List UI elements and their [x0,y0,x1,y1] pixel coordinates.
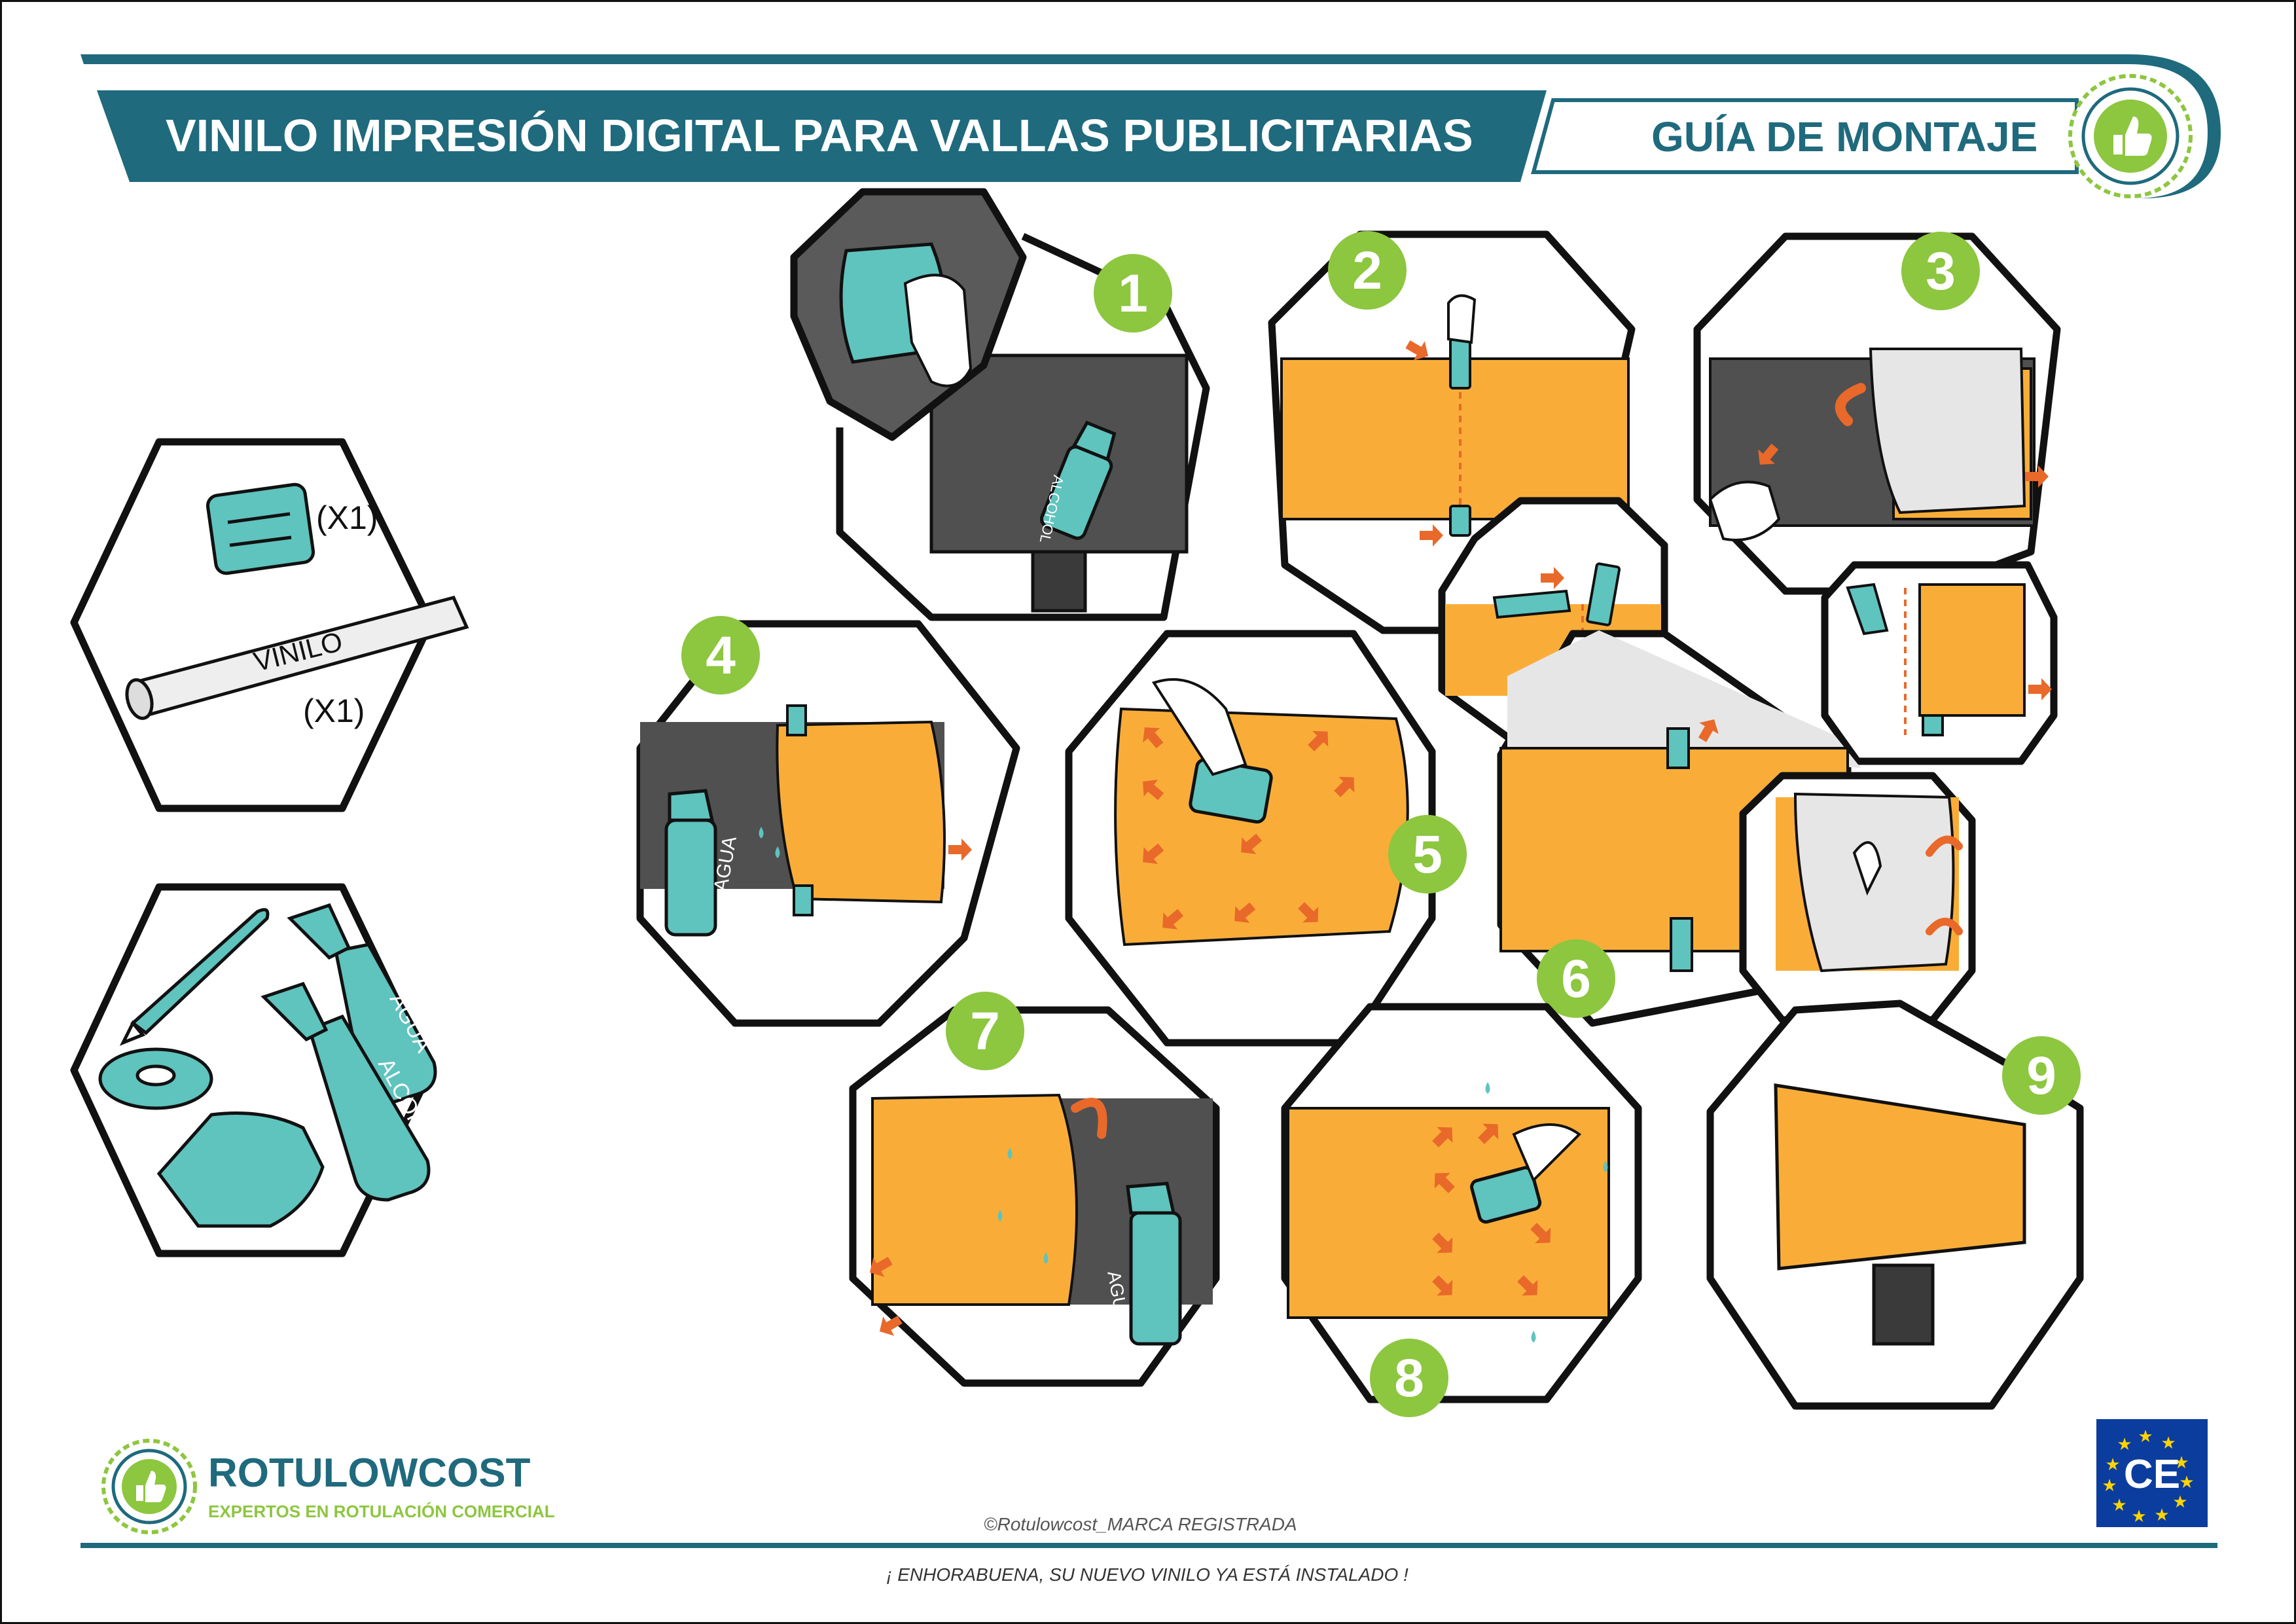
cutter-knife-icon [119,908,270,1046]
eu-ce-mark-icon: ★ ★ ★ ★ ★ ★ ★ ★ ★ ★ ★ CE [2096,1419,2208,1527]
step-9-number: 9 [2026,1046,2056,1106]
tape-icon [1449,505,1471,537]
step-6-number: 6 [1561,949,1591,1009]
hand-icon [1512,1123,1582,1183]
step-8-hexagon: 8 [1281,1003,1642,1417]
vinyl-qty: (X1) [303,693,365,729]
ce-text: CE [2124,1452,2180,1497]
finished-billboard [1774,1083,2026,1271]
step-7-badge [946,992,1024,1070]
hand-icon [1708,480,1781,541]
hand-icon [1852,841,1882,896]
step-1-number: 1 [1118,264,1148,323]
step-4-badge [681,616,760,695]
step-1-hexagon: ALCOHOL 1 [790,188,1210,621]
step-7-hexagon: AGUA 7 [849,992,1220,1387]
squeegee-qty: (X1) [316,499,378,536]
brand-name: ROTULOWCOST [208,1451,531,1496]
step-8-badge [1370,1339,1448,1417]
svg-text:★: ★ [2154,1505,2169,1525]
step-2-number: 2 [1352,241,1382,300]
congratulations-message: ¡ ENHORABUENA, SU NUEVO VINILO YA ESTÁ I… [886,1564,1408,1585]
footer: ROTULOWCOST EXPERTOS EN ROTULACIÓN COMER… [81,1419,2217,1585]
tape-roll-icon [98,1047,213,1110]
svg-text:★: ★ [2179,1472,2194,1492]
cutter-knife-icon [1846,583,1889,636]
step-9-badge [2002,1036,2081,1115]
hand-icon [903,274,973,388]
step-1-badge [1094,254,1172,333]
step-3-hexagon: 3 [1693,232,2061,595]
header-banner: VINILO IMPRESIÓN DIGITAL PARA VALLAS PUB… [81,54,2221,198]
svg-text:★: ★ [2105,1454,2120,1474]
rotulowcost-logo [101,1439,197,1534]
svg-text:★: ★ [2161,1433,2176,1453]
step-3-badge [1901,232,1980,310]
svg-text:★: ★ [2102,1475,2117,1495]
squeegee-icon [206,482,315,575]
step-5-hexagon: 5 [1065,630,1467,1047]
svg-text:★: ★ [2138,1426,2153,1446]
cleaning-cloth-icon [156,1111,325,1228]
step-5-number: 5 [1412,825,1443,884]
title-bar [97,90,1547,182]
copyright-text: ©Rotulowcost_MARCA REGISTRADA [984,1514,1297,1534]
guide-subtitle: GUÍA DE MONTAJE [1651,113,2037,160]
step-4-number: 4 [706,626,736,685]
brand-tagline: EXPERTOS EN ROTULACIÓN COMERCIAL [208,1502,555,1521]
thumbs-up-seal-icon [2068,74,2193,198]
hand-icon [1447,294,1477,344]
hand-icon [1151,678,1247,776]
backing-paper [1869,348,2026,514]
cutter-knife-icon [1492,589,1571,619]
page-title: VINILO IMPRESIÓN DIGITAL PARA VALLAS PUB… [166,110,1473,161]
squeegee-icon [1470,1166,1542,1224]
svg-text:★: ★ [2117,1434,2132,1454]
vinyl-sheet [1114,707,1409,947]
water-spray-bottle-icon: AGUA [1103,1182,1182,1346]
step-8-number: 8 [1394,1348,1424,1408]
alcohol-spray-bottle-icon: ALCOHOL [1037,420,1117,545]
tape-icon [1449,338,1471,389]
vinyl-sheet [776,720,946,904]
step-3-number: 3 [1926,242,1956,301]
svg-text:★: ★ [2174,1453,2189,1472]
kit-contents-hexagon: (X1) VINILO (X1) [70,438,469,812]
step-4-hexagon: AGUA 4 [636,616,1020,1027]
svg-text:★: ★ [2172,1492,2187,1511]
tools-hexagon: AGUA ALCOHOL [70,883,445,1257]
step-3-detail-hexagon [1821,561,2058,765]
step-7-number: 7 [970,1001,1000,1061]
water-spray-bottle-icon: AGUA [664,789,741,937]
step-5-badge [1388,815,1467,893]
step-6-detail-hexagon [1739,772,1976,1024]
step-6-badge [1537,939,1615,1018]
step-2-badge [1328,231,1407,310]
vinyl-sheet [871,1093,1078,1306]
step-9-hexagon: 9 [1706,1000,2084,1410]
svg-text:★: ★ [2111,1495,2126,1515]
svg-text:★: ★ [2131,1506,2146,1526]
vinyl-roll-icon [125,596,469,720]
